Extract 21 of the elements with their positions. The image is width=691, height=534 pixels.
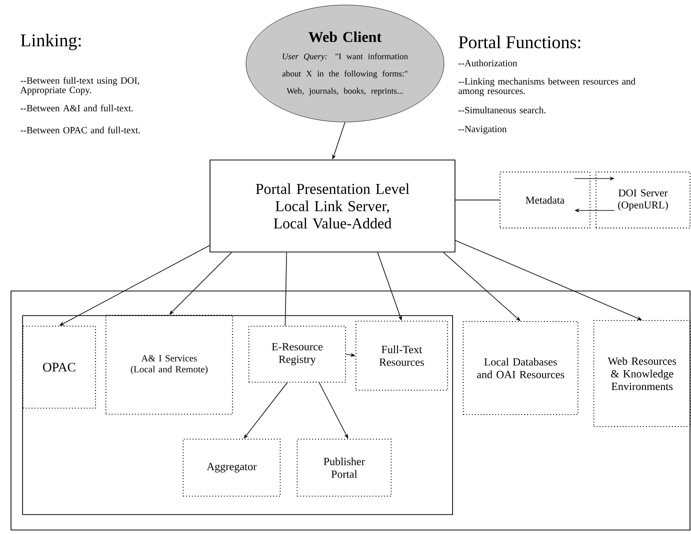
list-item-text: --Linking mechanisms between resources and among resources. — [458, 78, 636, 96]
service-box: E-Resource Registry — [248, 326, 346, 383]
heading-text: Linking: — [20, 34, 81, 50]
service-box: Aggregator — [182, 438, 281, 497]
service-box: Web Resources & Knowledge Environments — [593, 320, 691, 428]
service-box: Publisher Portal — [296, 438, 392, 497]
list-item-text: --Between full-text using DOI, Appropriate Copy. — [20, 76, 140, 96]
list-item-text: --Navigation — [458, 126, 507, 134]
service-box: Metadata — [500, 172, 590, 228]
list-item-text: --Authorization — [458, 60, 518, 66]
service-box: Local Databases and OAI Resources — [462, 321, 578, 416]
service-box: OPAC — [22, 326, 96, 409]
list-item-text: --Between A&I and full-text. — [20, 104, 133, 112]
service-box: DOI Server (OpenURL) — [596, 172, 690, 228]
list-item-text: --Between OPAC and full-text. — [20, 126, 140, 134]
list-item-text: --Simultaneous search. — [458, 106, 546, 114]
service-box: A& I Services (Local and Remote) — [105, 314, 233, 415]
group-frame — [22, 315, 453, 515]
group-frame — [10, 290, 690, 530]
process-box: Portal Presentation Level Local Link Server, Local Value-Added — [210, 160, 456, 252]
service-box: Full-Text Resources — [355, 320, 448, 391]
